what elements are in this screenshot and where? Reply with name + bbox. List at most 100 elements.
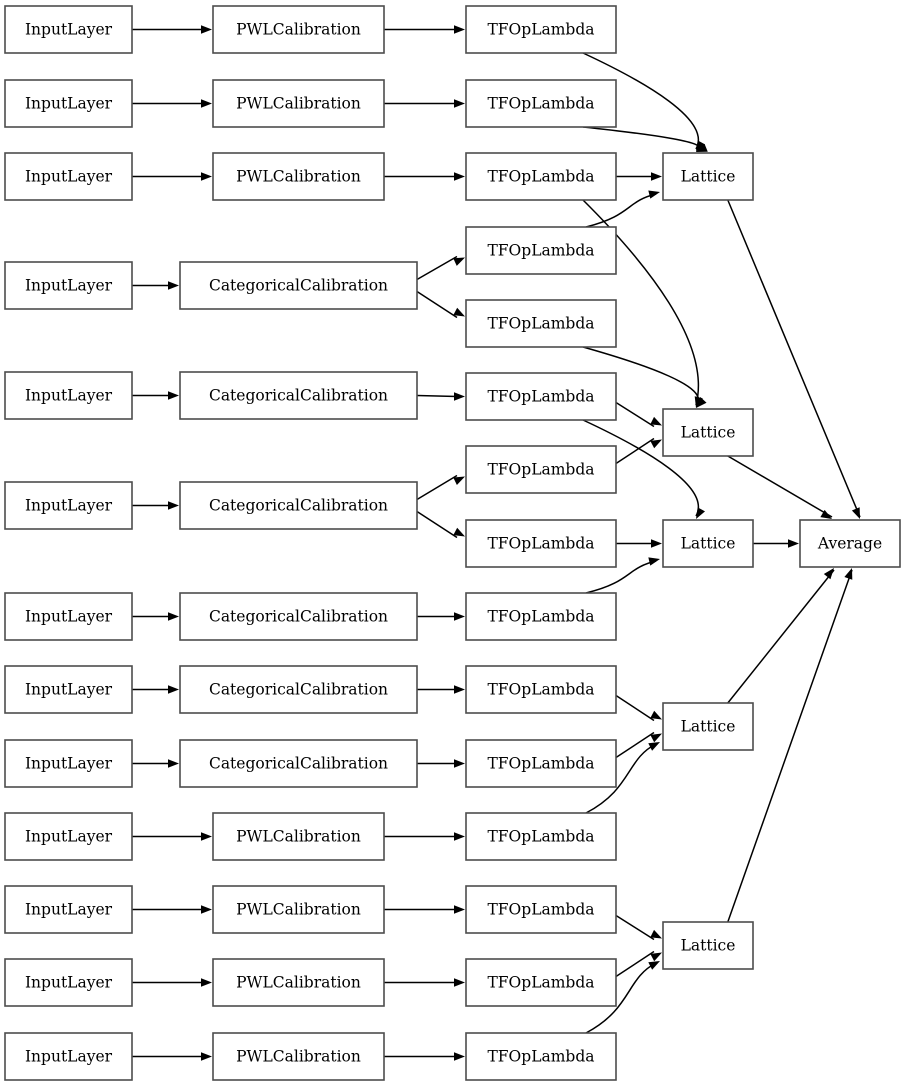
node-box[interactable] — [212, 885, 385, 934]
tfoplambda-node-lam3[interactable]: TFOpLambda — [465, 152, 617, 201]
node-box[interactable] — [465, 372, 617, 421]
node-box[interactable] — [4, 5, 133, 54]
node-box[interactable] — [465, 665, 617, 714]
node-box[interactable] — [465, 812, 617, 861]
node-box[interactable] — [662, 921, 754, 970]
node-box[interactable] — [4, 371, 133, 420]
tfoplambda-node-lam12[interactable]: TFOpLambda — [465, 812, 617, 861]
input-layer-node-in1[interactable]: InputLayer — [4, 5, 133, 54]
node-box[interactable] — [4, 885, 133, 934]
tfoplambda-node-lam15[interactable]: TFOpLambda — [465, 1032, 617, 1081]
edge-arrowhead — [201, 832, 212, 841]
node-box[interactable] — [179, 665, 418, 714]
node-box[interactable] — [179, 739, 418, 788]
node-box[interactable] — [465, 592, 617, 641]
node-box[interactable] — [799, 519, 901, 568]
tfoplambda-node-lam6[interactable]: TFOpLambda — [465, 372, 617, 421]
edge-lat1-to-avg — [727, 199, 861, 519]
lattice-node-lat3[interactable]: Lattice — [662, 519, 754, 568]
node-box[interactable] — [4, 261, 133, 310]
node-box[interactable] — [465, 958, 617, 1007]
categorical-calibration-node-cal7[interactable]: CategoricalCalibration — [179, 592, 418, 641]
node-box[interactable] — [212, 152, 385, 201]
tfoplambda-node-lam9[interactable]: TFOpLambda — [465, 592, 617, 641]
tfoplambda-node-lam1[interactable]: TFOpLambda — [465, 5, 617, 54]
pwl-calibration-node-cal11[interactable]: PWLCalibration — [212, 885, 385, 934]
tfoplambda-node-lam2[interactable]: TFOpLambda — [465, 79, 617, 128]
edge-cal13-to-lam15 — [384, 1052, 465, 1061]
lattice-node-lat2[interactable]: Lattice — [662, 408, 754, 457]
node-box[interactable] — [465, 152, 617, 201]
node-box[interactable] — [662, 152, 754, 201]
categorical-calibration-node-cal6[interactable]: CategoricalCalibration — [179, 481, 418, 530]
pwl-calibration-node-cal13[interactable]: PWLCalibration — [212, 1032, 385, 1081]
node-box[interactable] — [212, 79, 385, 128]
input-layer-node-in11[interactable]: InputLayer — [4, 885, 133, 934]
tfoplambda-node-lam8[interactable]: TFOpLambda — [465, 519, 617, 568]
input-layer-node-in12[interactable]: InputLayer — [4, 958, 133, 1007]
node-box[interactable] — [465, 226, 617, 275]
node-box[interactable] — [465, 519, 617, 568]
average-node-avg[interactable]: Average — [799, 519, 901, 568]
node-box[interactable] — [4, 739, 133, 788]
input-layer-node-in3[interactable]: InputLayer — [4, 152, 133, 201]
node-box[interactable] — [4, 665, 133, 714]
node-box[interactable] — [4, 592, 133, 641]
tfoplambda-node-lam4[interactable]: TFOpLambda — [465, 226, 617, 275]
tfoplambda-node-lam5[interactable]: TFOpLambda — [465, 299, 617, 348]
node-box[interactable] — [179, 481, 418, 530]
edge-line — [416, 290, 458, 319]
node-box[interactable] — [465, 79, 617, 128]
node-box[interactable] — [212, 958, 385, 1007]
node-box[interactable] — [4, 79, 133, 128]
node-box[interactable] — [465, 299, 617, 348]
pwl-calibration-node-cal1[interactable]: PWLCalibration — [212, 5, 385, 54]
node-box[interactable] — [465, 885, 617, 934]
node-box[interactable] — [212, 812, 385, 861]
node-box[interactable] — [212, 1032, 385, 1081]
node-label: InputLayer — [25, 901, 113, 919]
node-box[interactable] — [179, 261, 418, 310]
node-box[interactable] — [662, 408, 754, 457]
pwl-calibration-node-cal2[interactable]: PWLCalibration — [212, 79, 385, 128]
node-box[interactable] — [4, 481, 133, 530]
input-layer-node-in13[interactable]: InputLayer — [4, 1032, 133, 1081]
categorical-calibration-node-cal8[interactable]: CategoricalCalibration — [179, 665, 418, 714]
categorical-calibration-node-cal4[interactable]: CategoricalCalibration — [179, 261, 418, 310]
categorical-calibration-node-cal9[interactable]: CategoricalCalibration — [179, 739, 418, 788]
node-box[interactable] — [4, 958, 133, 1007]
node-box[interactable] — [465, 445, 617, 494]
input-layer-node-in10[interactable]: InputLayer — [4, 812, 133, 861]
input-layer-node-in4[interactable]: InputLayer — [4, 261, 133, 310]
node-box[interactable] — [179, 371, 418, 420]
input-layer-node-in2[interactable]: InputLayer — [4, 79, 133, 128]
input-layer-node-in9[interactable]: InputLayer — [4, 739, 133, 788]
categorical-calibration-node-cal5[interactable]: CategoricalCalibration — [179, 371, 418, 420]
pwl-calibration-node-cal12[interactable]: PWLCalibration — [212, 958, 385, 1007]
node-box[interactable] — [179, 592, 418, 641]
node-box[interactable] — [662, 519, 754, 568]
node-box[interactable] — [662, 702, 754, 751]
node-box[interactable] — [4, 1032, 133, 1081]
node-box[interactable] — [465, 5, 617, 54]
node-box[interactable] — [212, 5, 385, 54]
edge-arrowhead — [650, 733, 662, 743]
node-box[interactable] — [465, 1032, 617, 1081]
pwl-calibration-node-cal3[interactable]: PWLCalibration — [212, 152, 385, 201]
node-box[interactable] — [4, 152, 133, 201]
input-layer-node-in7[interactable]: InputLayer — [4, 592, 133, 641]
lattice-node-lat4[interactable]: Lattice — [662, 702, 754, 751]
tfoplambda-node-lam11[interactable]: TFOpLambda — [465, 739, 617, 788]
lattice-node-lat1[interactable]: Lattice — [662, 152, 754, 201]
node-box[interactable] — [465, 739, 617, 788]
input-layer-node-in8[interactable]: InputLayer — [4, 665, 133, 714]
tfoplambda-node-lam13[interactable]: TFOpLambda — [465, 885, 617, 934]
tfoplambda-node-lam7[interactable]: TFOpLambda — [465, 445, 617, 494]
tfoplambda-node-lam14[interactable]: TFOpLambda — [465, 958, 617, 1007]
pwl-calibration-node-cal10[interactable]: PWLCalibration — [212, 812, 385, 861]
node-box[interactable] — [4, 812, 133, 861]
lattice-node-lat5[interactable]: Lattice — [662, 921, 754, 970]
input-layer-node-in6[interactable]: InputLayer — [4, 481, 133, 530]
tfoplambda-node-lam10[interactable]: TFOpLambda — [465, 665, 617, 714]
input-layer-node-in5[interactable]: InputLayer — [4, 371, 133, 420]
